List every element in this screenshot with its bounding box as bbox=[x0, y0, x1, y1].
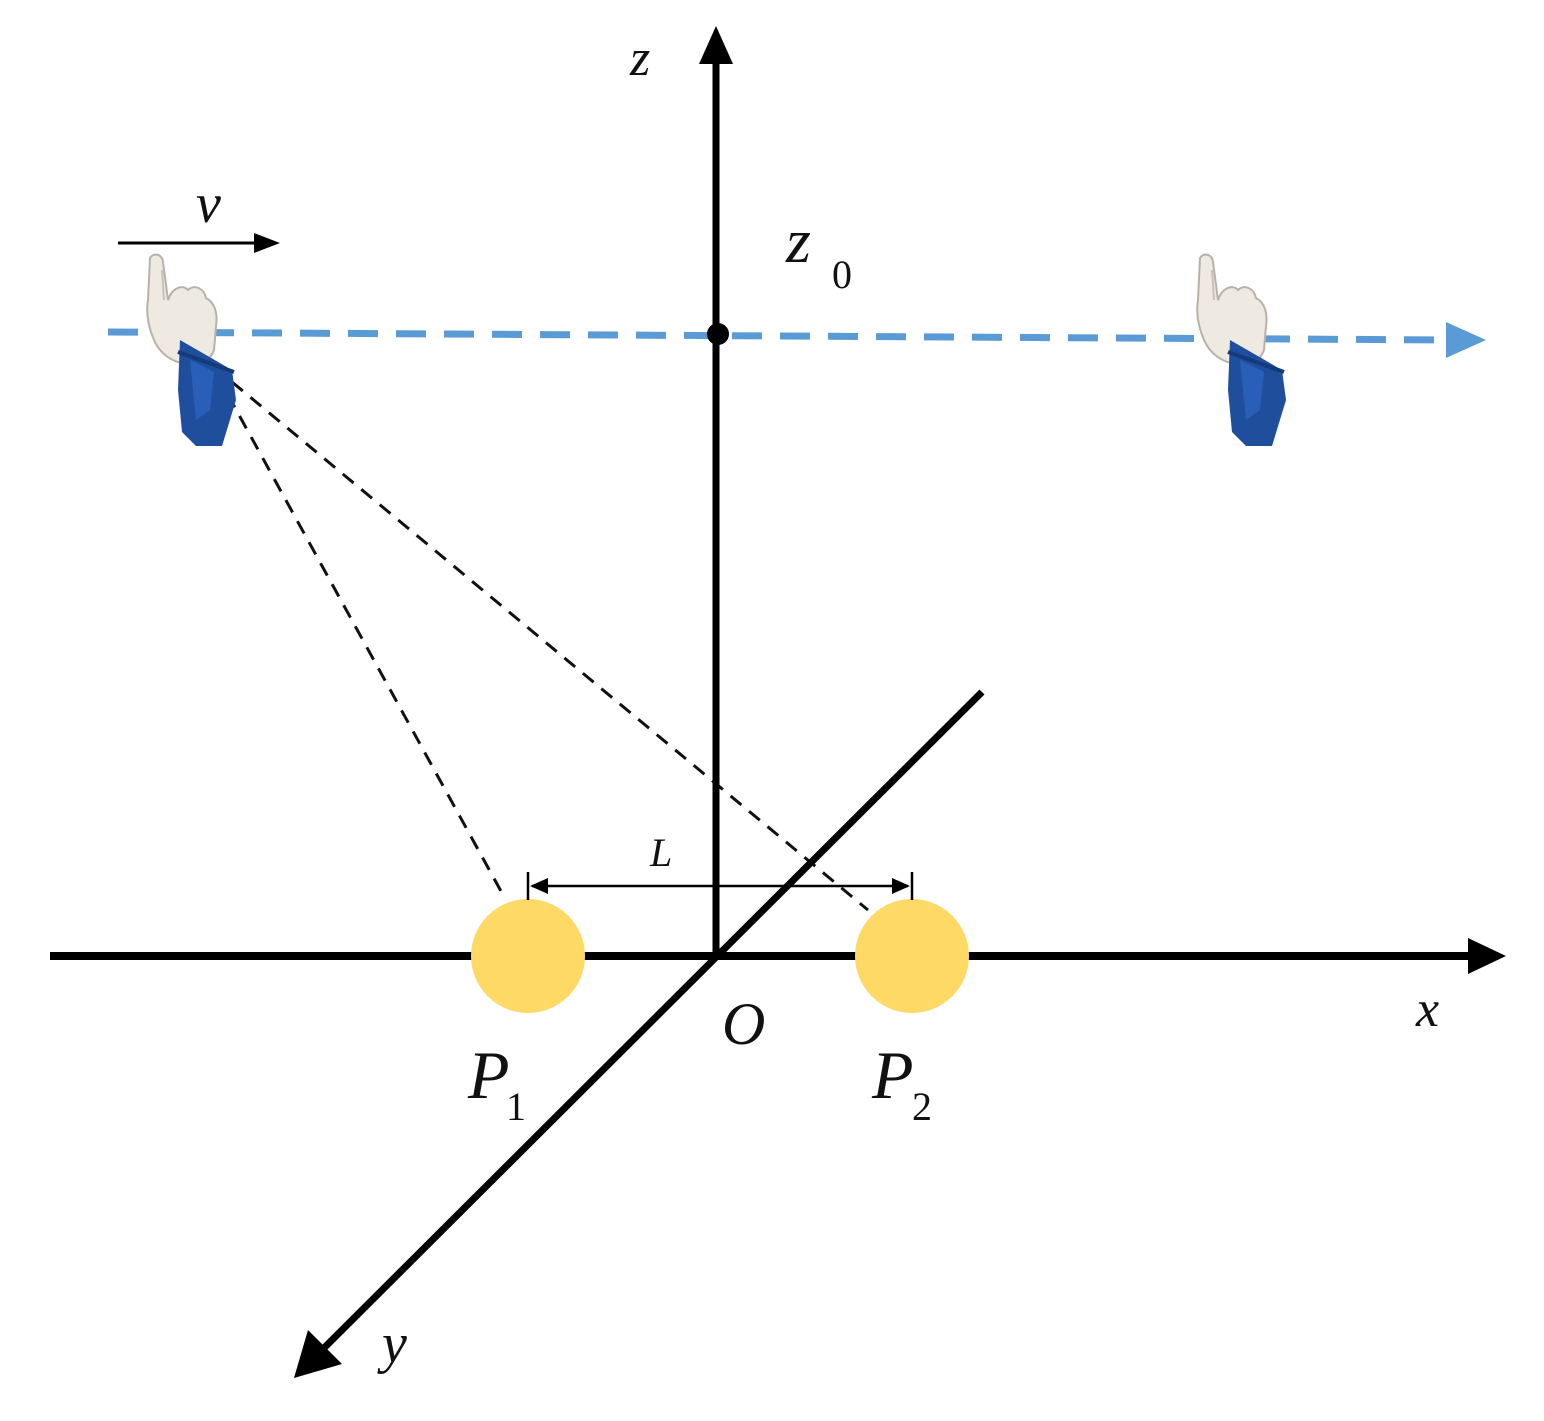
y-axis-label: y bbox=[377, 1313, 407, 1375]
y-axis bbox=[294, 689, 985, 1378]
pointing-hand-icon bbox=[1196, 253, 1286, 446]
trajectory-arrowhead bbox=[1446, 322, 1486, 358]
trajectory-line bbox=[107, 322, 1486, 358]
spacing-label: L bbox=[649, 830, 672, 875]
p2-label: P bbox=[871, 1037, 914, 1113]
p2-label-subscript: 2 bbox=[912, 1084, 932, 1129]
x-axis bbox=[50, 938, 1506, 974]
sight-line-p1 bbox=[226, 394, 504, 894]
z-axis bbox=[699, 26, 733, 956]
height-label-subscript: 0 bbox=[832, 252, 852, 297]
sight-lines bbox=[226, 380, 869, 912]
y-axis-arrowhead bbox=[294, 1330, 342, 1378]
p1-label: P bbox=[467, 1037, 510, 1113]
x-axis-label: x bbox=[1415, 981, 1439, 1038]
spacing-dimension bbox=[526, 872, 914, 900]
z-axis-arrowhead bbox=[699, 26, 733, 64]
z0-point bbox=[707, 323, 729, 345]
z-axis-label: z bbox=[629, 30, 650, 87]
velocity-arrow bbox=[118, 233, 280, 253]
sensor-p2 bbox=[855, 899, 969, 1013]
height-label: z bbox=[785, 205, 811, 276]
p1-label-subscript: 1 bbox=[506, 1084, 526, 1129]
sensor-p1 bbox=[471, 899, 585, 1013]
x-axis-arrowhead bbox=[1468, 938, 1506, 974]
origin-label: O bbox=[722, 991, 765, 1057]
pointing-hand-icon bbox=[146, 253, 236, 446]
sight-line-p2 bbox=[231, 380, 869, 912]
velocity-label: v bbox=[196, 173, 221, 235]
